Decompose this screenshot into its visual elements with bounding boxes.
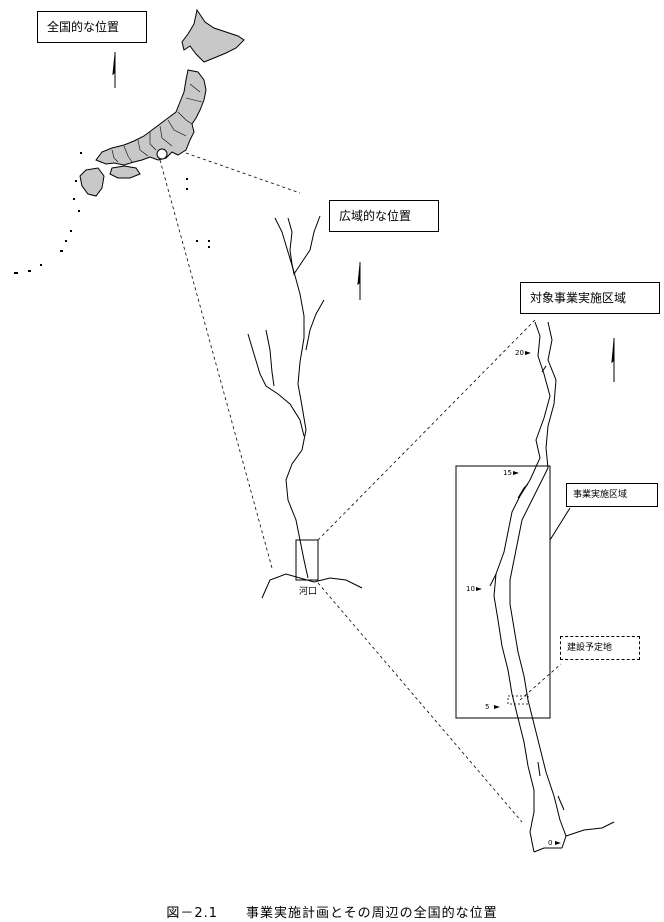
japan-map <box>79 8 245 197</box>
planned-site-label: 建設予定地 <box>560 636 640 660</box>
distance-label-0: 0 <box>548 839 553 847</box>
distance-label-20: 20 <box>515 349 524 357</box>
north-arrow-national <box>112 52 116 88</box>
target-river <box>489 321 615 853</box>
prefecture-borders <box>111 83 203 163</box>
japan-location-marker <box>156 148 168 160</box>
target-area-label: 対象事業実施区域 <box>520 282 660 314</box>
river-mouth-label: 河口 <box>299 587 318 597</box>
distance-label-15: 15 <box>503 469 512 477</box>
southern-islands <box>14 152 210 274</box>
north-arrow-regional <box>357 262 361 300</box>
distance-label-5: 5 <box>485 703 490 711</box>
project-area-leader <box>549 507 571 541</box>
distance-label-10: 10 <box>466 585 475 593</box>
project-area-rect <box>455 465 551 719</box>
regional-location-label: 広域的な位置 <box>329 200 439 232</box>
regional-river <box>247 215 363 599</box>
figure-caption: 図－2.1 事業実施計画とその周辺の全国的な位置 <box>166 906 498 921</box>
project-area-label: 事業実施区域 <box>566 483 658 507</box>
hokkaido-shape <box>181 8 245 63</box>
planned-site-marker <box>507 695 529 705</box>
river-mouth-box <box>295 539 319 581</box>
kyushu-shape <box>79 167 105 197</box>
north-arrow-target <box>611 338 615 382</box>
national-location-label: 全国的な位置 <box>37 11 147 43</box>
distance-arrows <box>476 351 561 845</box>
shikoku-shape <box>109 165 141 179</box>
connector-lines <box>159 152 562 823</box>
honshu-shape <box>95 69 207 166</box>
